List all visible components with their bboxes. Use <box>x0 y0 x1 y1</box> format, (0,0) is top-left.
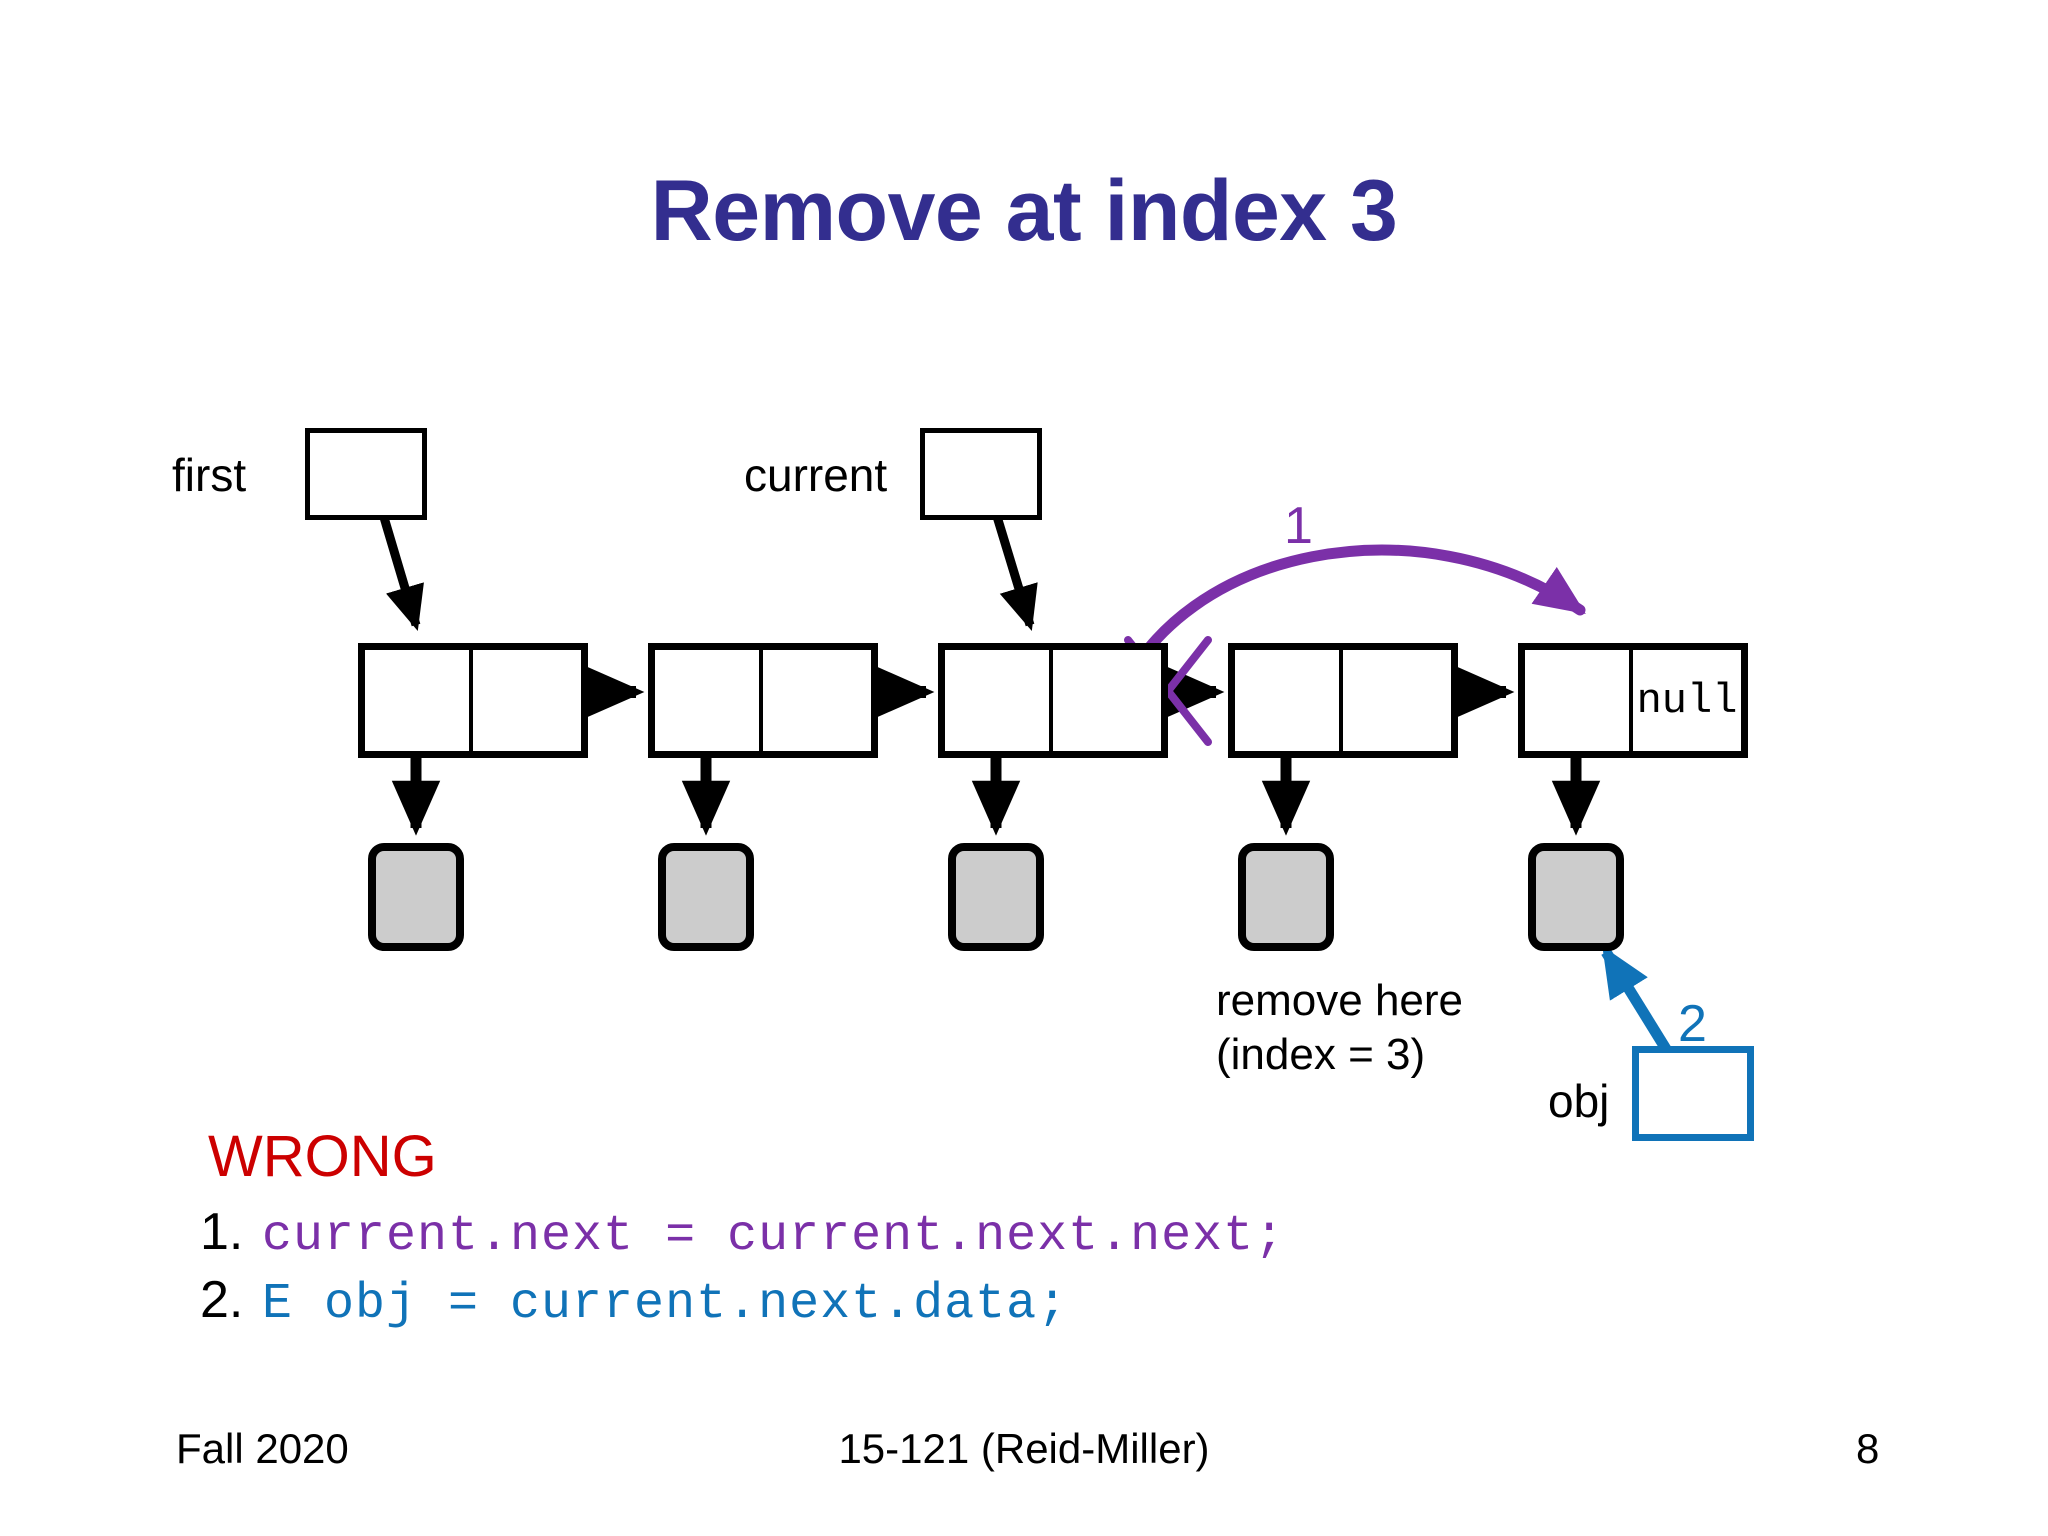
list-node-3 <box>1228 643 1458 758</box>
list-node-0 <box>358 643 588 758</box>
footer-page-number: 8 <box>1856 1425 1880 1472</box>
code-list: 1. current.next = current.next.next; 2. … <box>200 1202 1700 1338</box>
obj-pointer-label: obj <box>1548 1075 1610 1127</box>
node-next-cell <box>763 650 871 751</box>
current-reference-box <box>920 428 1042 520</box>
node-next-cell <box>1053 650 1161 751</box>
slide-footer: Fall 2020 15-121 (Reid-Miller) 8 <box>0 1428 2048 1488</box>
footer-term: Fall 2020 <box>176 1425 349 1472</box>
footer-course: 15-121 (Reid-Miller) <box>838 1425 1210 1472</box>
null-terminator-label: null <box>1636 676 1738 725</box>
list-node-1 <box>648 643 878 758</box>
current-pointer-label: current <box>744 449 888 501</box>
code-line-2: 2. E obj = current.next.data; <box>200 1270 1700 1338</box>
first-reference-box <box>305 428 427 520</box>
obj-reference-box <box>1632 1046 1754 1141</box>
remove-here-note: remove here (index = 3) <box>1216 976 1464 1079</box>
step-2-number: 2 <box>1678 995 1707 1053</box>
node-next-cell <box>473 650 581 751</box>
node-data-cell <box>655 650 763 751</box>
list-node-2 <box>938 643 1168 758</box>
node-data-cell <box>1235 650 1343 751</box>
code-line-1-text: current.next = current.next.next; <box>262 1208 1286 1265</box>
list-node-4: null <box>1518 643 1748 758</box>
node-next-cell: null <box>1633 650 1741 751</box>
data-box-3 <box>1238 843 1334 951</box>
code-line-1-index: 1. <box>200 1203 244 1261</box>
node-data-cell <box>945 650 1053 751</box>
code-line-1: 1. current.next = current.next.next; <box>200 1202 1700 1270</box>
data-box-4 <box>1528 843 1624 951</box>
node-next-cell <box>1343 650 1451 751</box>
data-box-0 <box>368 843 464 951</box>
node-data-cell <box>365 650 473 751</box>
step-1-number: 1 <box>1284 497 1313 555</box>
first-pointer-label: first <box>172 449 247 501</box>
code-line-2-index: 2. <box>200 1271 244 1329</box>
data-box-1 <box>658 843 754 951</box>
data-box-2 <box>948 843 1044 951</box>
page-title: Remove at index 3 <box>650 163 1398 259</box>
node-data-cell <box>1525 650 1633 751</box>
code-line-2-text: E obj = current.next.data; <box>262 1276 1069 1333</box>
wrong-heading: WRONG <box>208 1124 437 1189</box>
relink-curve-step-1 <box>1112 544 1586 706</box>
